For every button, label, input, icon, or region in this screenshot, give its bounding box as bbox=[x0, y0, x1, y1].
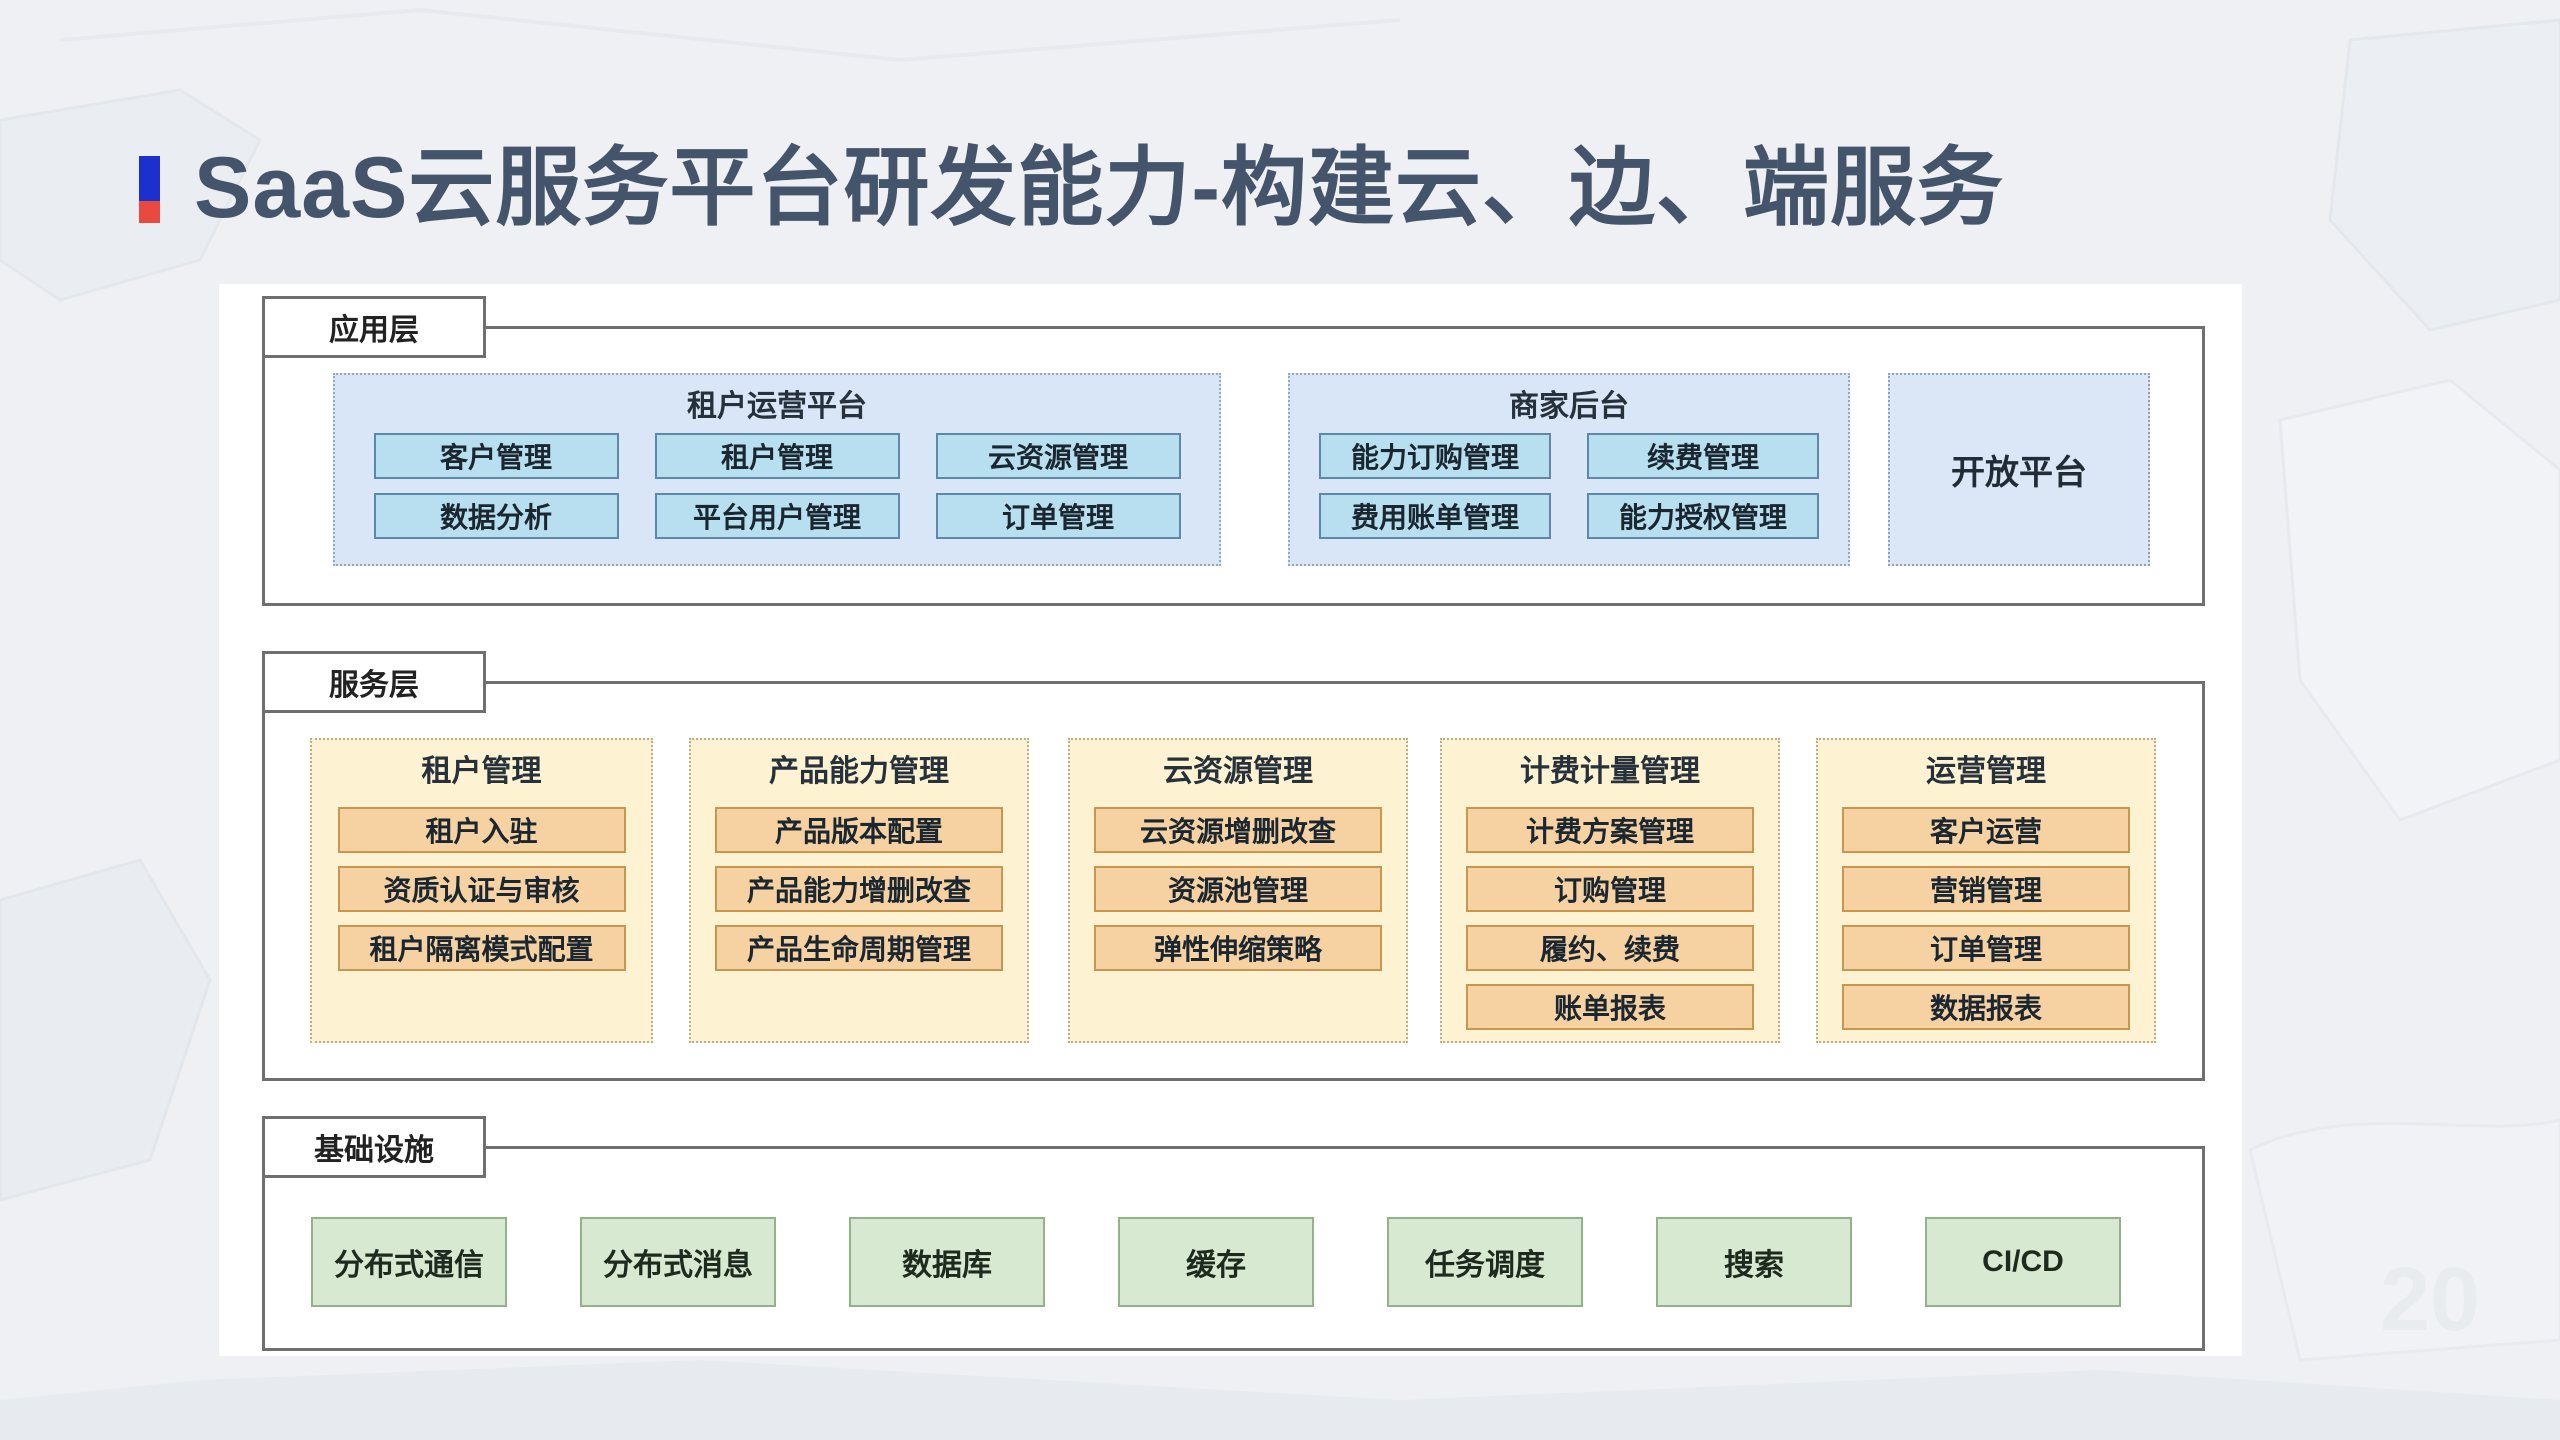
title-accent-bar bbox=[139, 156, 160, 223]
group-title: 租户管理 bbox=[421, 755, 542, 788]
diagram-item: 订购管理 bbox=[1466, 866, 1754, 912]
button-row: 能力订购管理 续费管理 bbox=[1290, 433, 1848, 479]
diagram-item: 缓存 bbox=[1118, 1217, 1314, 1307]
diagram-item: 续费管理 bbox=[1587, 433, 1819, 479]
layer-label: 应用层 bbox=[329, 314, 419, 347]
group-title: 商家后台 bbox=[1509, 390, 1629, 423]
layer-infrastructure: 基础设施 分布式通信 分布式消息 数据库 缓存 任务调度 搜索 CI/CD bbox=[262, 1116, 2205, 1351]
diagram-item: 能力订购管理 bbox=[1319, 433, 1551, 479]
diagram-item: 分布式通信 bbox=[311, 1217, 507, 1307]
group-tenant-management: 租户管理 租户入驻 资质认证与审核 租户隔离模式配置 bbox=[310, 738, 653, 1043]
diagram-item: 费用账单管理 bbox=[1319, 493, 1551, 539]
group-title: 产品能力管理 bbox=[769, 755, 949, 788]
group-operation-management: 运营管理 客户运营 营销管理 订单管理 数据报表 bbox=[1816, 738, 2156, 1043]
diagram-item: 客户运营 bbox=[1842, 807, 2130, 853]
diagram-item: 租户管理 bbox=[654, 433, 900, 479]
diagram-item: 数据报表 bbox=[1842, 984, 2130, 1030]
diagram-item: 资质认证与审核 bbox=[337, 866, 626, 912]
diagram-item: CI/CD bbox=[1925, 1217, 2121, 1307]
group-title: 计费计量管理 bbox=[1520, 755, 1700, 788]
diagram-item: 数据分析 bbox=[373, 493, 619, 539]
diagram-item: 资源池管理 bbox=[1094, 866, 1382, 912]
page-title: SaaS云服务平台研发能力-构建云、边、端服务 bbox=[194, 140, 2005, 236]
diagram-item: 任务调度 bbox=[1387, 1217, 1583, 1307]
group-merchant-backend: 商家后台 能力订购管理 续费管理 费用账单管理 能力授权管理 bbox=[1288, 373, 1850, 566]
diagram-item: 订单管理 bbox=[935, 493, 1181, 539]
diagram-item: 搜索 bbox=[1656, 1217, 1852, 1307]
layer-tab-infrastructure: 基础设施 bbox=[262, 1116, 486, 1178]
layer-application: 应用层 租户运营平台 客户管理 租户管理 云资源管理 数据分析 平台用户管理 订… bbox=[262, 296, 2205, 606]
layer-label: 基础设施 bbox=[314, 1134, 434, 1167]
diagram-item: 云资源管理 bbox=[935, 433, 1181, 479]
diagram-item: 租户隔离模式配置 bbox=[337, 925, 626, 971]
diagram-item: 账单报表 bbox=[1466, 984, 1754, 1030]
group-cloud-resource-management: 云资源管理 云资源增删改查 资源池管理 弹性伸缩策略 bbox=[1068, 738, 1408, 1043]
layer-label: 服务层 bbox=[329, 669, 419, 702]
layer-tab-service: 服务层 bbox=[262, 651, 486, 713]
diagram-item: 弹性伸缩策略 bbox=[1094, 925, 1382, 971]
layer-service: 服务层 租户管理 租户入驻 资质认证与审核 租户隔离模式配置 产品能力管理 产品… bbox=[262, 651, 2205, 1081]
diagram-item: 产品生命周期管理 bbox=[715, 925, 1003, 971]
diagram-item: 分布式消息 bbox=[580, 1217, 776, 1307]
infrastructure-row: 分布式通信 分布式消息 数据库 缓存 任务调度 搜索 CI/CD bbox=[265, 1217, 2202, 1307]
group-product-capability-management: 产品能力管理 产品版本配置 产品能力增删改查 产品生命周期管理 bbox=[689, 738, 1029, 1043]
button-row: 数据分析 平台用户管理 订单管理 bbox=[335, 493, 1219, 539]
box-open-platform: 开放平台 bbox=[1888, 373, 2150, 566]
diagram-item: 订单管理 bbox=[1842, 925, 2130, 971]
diagram-item: 客户管理 bbox=[373, 433, 619, 479]
diagram-item: 云资源增删改查 bbox=[1094, 807, 1382, 853]
group-title: 租户运营平台 bbox=[687, 390, 867, 423]
group-tenant-operation-platform: 租户运营平台 客户管理 租户管理 云资源管理 数据分析 平台用户管理 订单管理 bbox=[333, 373, 1221, 566]
title-accent-red bbox=[139, 201, 160, 223]
diagram-item: 营销管理 bbox=[1842, 866, 2130, 912]
diagram-item: 计费方案管理 bbox=[1466, 807, 1754, 853]
diagram-item: 平台用户管理 bbox=[654, 493, 900, 539]
svg-text:20: 20 bbox=[2380, 1250, 2480, 1350]
diagram-item: 数据库 bbox=[849, 1217, 1045, 1307]
group-title: 云资源管理 bbox=[1163, 755, 1313, 788]
button-row: 费用账单管理 能力授权管理 bbox=[1290, 493, 1848, 539]
diagram-item: 履约、续费 bbox=[1466, 925, 1754, 971]
diagram-item: 租户入驻 bbox=[337, 807, 626, 853]
group-billing-metering-management: 计费计量管理 计费方案管理 订购管理 履约、续费 账单报表 bbox=[1440, 738, 1780, 1043]
layer-tab-application: 应用层 bbox=[262, 296, 486, 358]
diagram-item: 产品能力增删改查 bbox=[715, 866, 1003, 912]
group-title: 运营管理 bbox=[1926, 755, 2046, 788]
button-row: 客户管理 租户管理 云资源管理 bbox=[335, 433, 1219, 479]
title-accent-blue bbox=[139, 156, 160, 201]
diagram-item: 产品版本配置 bbox=[715, 807, 1003, 853]
diagram-item: 能力授权管理 bbox=[1587, 493, 1819, 539]
